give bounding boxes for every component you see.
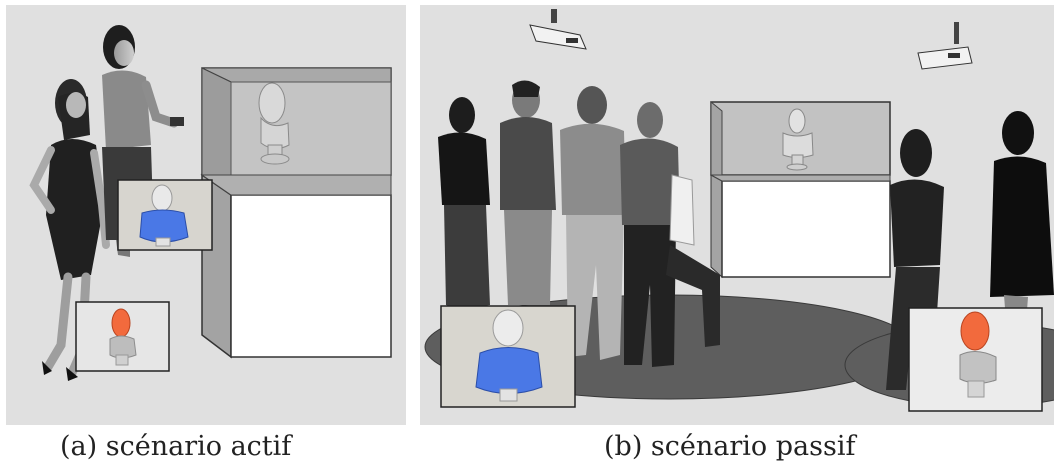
scene-active-panel (6, 5, 406, 425)
scene-passive-illustration (424, 9, 1054, 412)
display-case (710, 100, 891, 279)
scene-active-illustration (29, 25, 392, 381)
ceiling-projector-icon (917, 22, 973, 70)
highlighted-head-inset (75, 301, 170, 372)
highlighted-bust-inset (440, 305, 576, 408)
statue-bust (782, 108, 814, 171)
statue-bust (258, 82, 290, 165)
caption-scenario-active: (a) scénario actif (60, 431, 292, 462)
scene-passive-panel (420, 5, 1054, 425)
caption-scenario-passive: (b) scénario passif (604, 431, 856, 462)
ceiling-projector-icon (529, 9, 587, 50)
display-case (200, 67, 392, 359)
highlighted-head-inset (908, 307, 1043, 412)
highlighted-bust-inset (117, 179, 213, 251)
